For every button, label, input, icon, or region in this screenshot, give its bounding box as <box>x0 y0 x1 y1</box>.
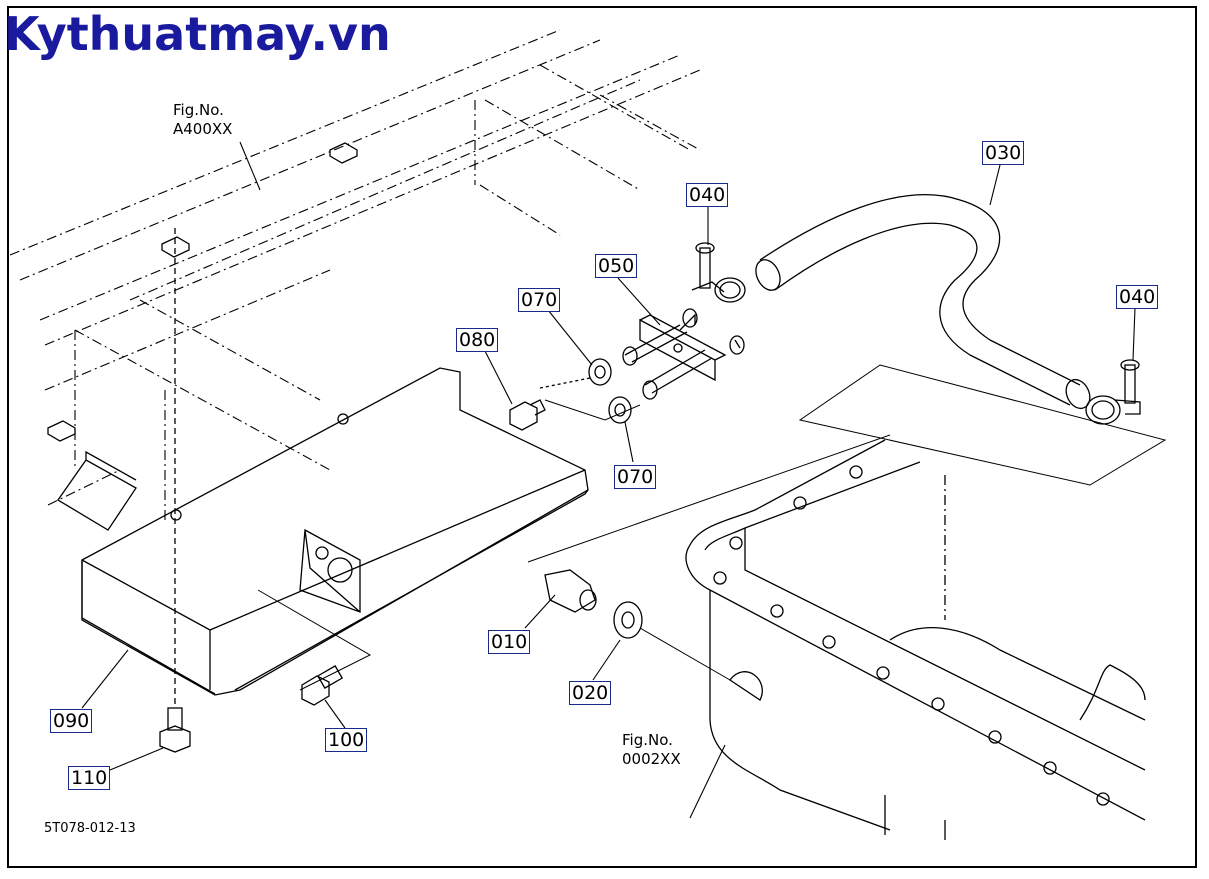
fig-ref-bottom-number: 0002XX <box>622 750 681 768</box>
clamp-040b <box>1085 359 1141 425</box>
junction-050 <box>622 308 745 400</box>
fig-ref-bottom-label: Fig.No. <box>622 731 673 749</box>
washer-020 <box>613 601 643 639</box>
callout-070-bottom: 070 <box>614 465 657 489</box>
callout-030: 030 <box>982 141 1025 165</box>
plug-080 <box>509 399 546 431</box>
fig-ref-top: Fig.No. A400XX <box>173 101 232 139</box>
bolt-110 <box>159 707 191 753</box>
oil-pan <box>685 439 1146 840</box>
mount-block-2 <box>161 236 190 258</box>
callout-020: 020 <box>569 681 612 705</box>
leader-lines <box>81 141 1136 819</box>
mount-block-3 <box>47 420 76 442</box>
fitting-010 <box>544 569 597 613</box>
callout-070-top: 070 <box>518 288 561 312</box>
cover-plate-090 <box>81 367 589 696</box>
plate-bracket <box>299 528 361 613</box>
frame-outline <box>9 29 701 520</box>
callout-090: 090 <box>50 709 93 733</box>
bolt-100 <box>301 665 344 706</box>
callout-010: 010 <box>488 630 531 654</box>
fig-ref-top-label: Fig.No. <box>173 101 224 119</box>
hose-030 <box>755 194 1091 410</box>
callout-040-left: 040 <box>686 183 729 207</box>
callout-110: 110 <box>68 766 111 790</box>
clamp-040a <box>691 242 746 303</box>
fig-ref-bottom: Fig.No. 0002XX <box>622 731 681 769</box>
callout-100: 100 <box>325 728 368 752</box>
callout-040-right: 040 <box>1116 285 1159 309</box>
drawing-number: 5T078-012-13 <box>44 821 136 836</box>
bracket <box>57 450 137 531</box>
callout-080: 080 <box>456 328 499 352</box>
drawing-frame <box>7 6 1197 868</box>
fig-ref-top-number: A400XX <box>173 120 233 138</box>
callout-050: 050 <box>595 254 638 278</box>
washer-070b <box>608 396 632 424</box>
washer-070a <box>588 358 612 386</box>
site-watermark: Kythuatmay.vn <box>4 7 391 61</box>
mount-block-1 <box>329 142 358 164</box>
